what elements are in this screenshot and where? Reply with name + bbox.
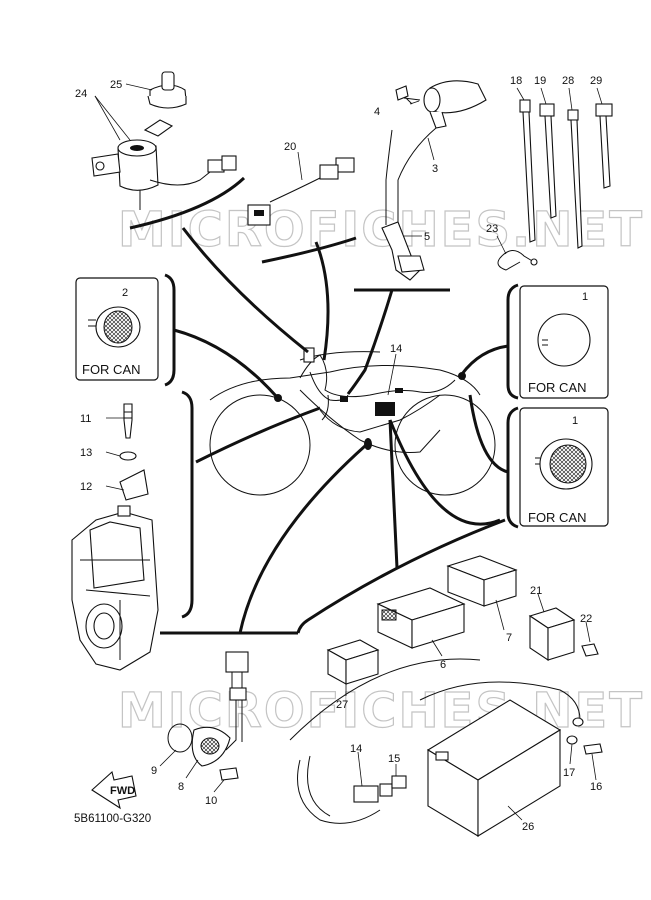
lead-wire-assembly <box>247 157 355 226</box>
part-number-4: 4 <box>374 106 380 118</box>
main-switch-assembly <box>91 71 237 210</box>
forward-arrow: FWD <box>91 770 137 810</box>
sub-harness <box>289 658 481 824</box>
part-number-20: 20 <box>284 141 296 153</box>
part-number-13: 13 <box>80 447 92 459</box>
part-number-11: 11 <box>80 413 91 425</box>
part-number-6: 6 <box>440 659 446 671</box>
part-number-9: 9 <box>151 765 157 777</box>
part-number-12: 12 <box>80 481 92 493</box>
part-number-5: 5 <box>424 231 430 243</box>
cable-ties <box>497 99 613 271</box>
part-number-23: 23 <box>486 223 498 235</box>
part-number-28: 28 <box>562 75 574 87</box>
can-label-right-bottom: FOR CAN <box>528 510 587 525</box>
can-box-right-top: FOR CAN <box>519 285 609 399</box>
part-number-7: 7 <box>506 632 512 644</box>
can-box-left: FOR CAN <box>75 277 159 381</box>
can-label-right-top: FOR CAN <box>528 380 587 395</box>
drawing-code: 5B61100-G320 <box>74 813 151 825</box>
part-number-10: 10 <box>205 795 217 807</box>
bracket-frames <box>129 176 519 635</box>
relay-27 <box>326 639 380 685</box>
part-number-1-bottom: 1 <box>572 415 578 427</box>
sensor-assembly <box>167 651 249 781</box>
battery-wire <box>419 681 603 755</box>
part-labels: 1 1 2 3 4 5 6 7 8 9 10 11 12 13 14 14 15… <box>75 75 602 833</box>
part-number-22: 22 <box>580 613 592 625</box>
ignition-coil-assembly <box>381 80 487 281</box>
part-number-19: 19 <box>534 75 546 87</box>
relay-7 <box>446 555 518 607</box>
box-leaders <box>173 227 509 634</box>
part-number-25: 25 <box>110 79 122 91</box>
wire-harness <box>299 347 456 421</box>
part-number-17: 17 <box>563 767 575 779</box>
part-number-2: 2 <box>122 287 128 299</box>
part-number-26: 26 <box>522 821 534 833</box>
can-box-right-bottom: FOR CAN <box>519 407 609 527</box>
fwd-label: FWD <box>110 785 135 797</box>
part-number-18: 18 <box>510 75 522 87</box>
relay-21 <box>528 607 599 662</box>
part-number-14-top: 14 <box>390 343 402 355</box>
part-number-21: 21 <box>530 585 542 597</box>
part-number-27: 27 <box>336 699 348 711</box>
can-label-left: FOR CAN <box>82 362 141 377</box>
battery-26 <box>426 699 562 837</box>
part-number-29: 29 <box>590 75 602 87</box>
carburetor-assembly <box>71 403 159 671</box>
part-number-16: 16 <box>590 781 602 793</box>
part-number-24: 24 <box>75 88 87 100</box>
part-number-8: 8 <box>178 781 184 793</box>
part-number-15: 15 <box>388 753 400 765</box>
part-number-1-top: 1 <box>582 291 588 303</box>
cdi-unit-6 <box>376 587 466 649</box>
part-number-3: 3 <box>432 163 438 175</box>
part-number-14-bottom: 14 <box>350 743 362 755</box>
watermark-top: MICROFICHES.NET <box>118 202 644 258</box>
